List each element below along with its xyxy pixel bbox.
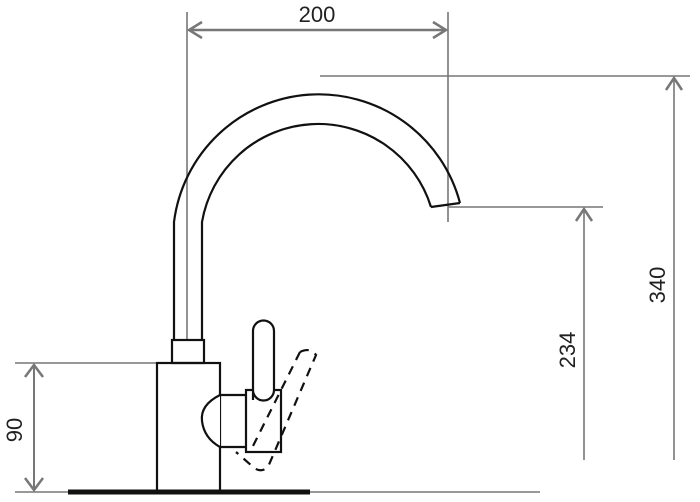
faucet-outline (68, 93, 462, 495)
spout-outer (172, 93, 462, 340)
dimension-label-340: 340 (645, 267, 670, 304)
arrow-up-icon (574, 206, 594, 222)
arrow-up-icon (664, 75, 684, 91)
lever-handle (251, 319, 276, 402)
lever-alt-position-dashed (235, 348, 318, 472)
arrow-right-icon (432, 20, 449, 40)
dimension-label-90: 90 (2, 418, 27, 442)
dimension-label-234: 234 (555, 332, 580, 369)
spout-collar (170, 338, 206, 365)
arrow-left-icon (186, 20, 203, 40)
spout-inner (200, 122, 433, 340)
dimension-lines (15, 12, 690, 493)
dimension-label-200: 200 (299, 2, 336, 27)
spout-tip (430, 201, 461, 209)
valve-knob (200, 394, 221, 448)
arrow-up-icon (24, 362, 44, 378)
arrow-down-icon (24, 477, 44, 493)
